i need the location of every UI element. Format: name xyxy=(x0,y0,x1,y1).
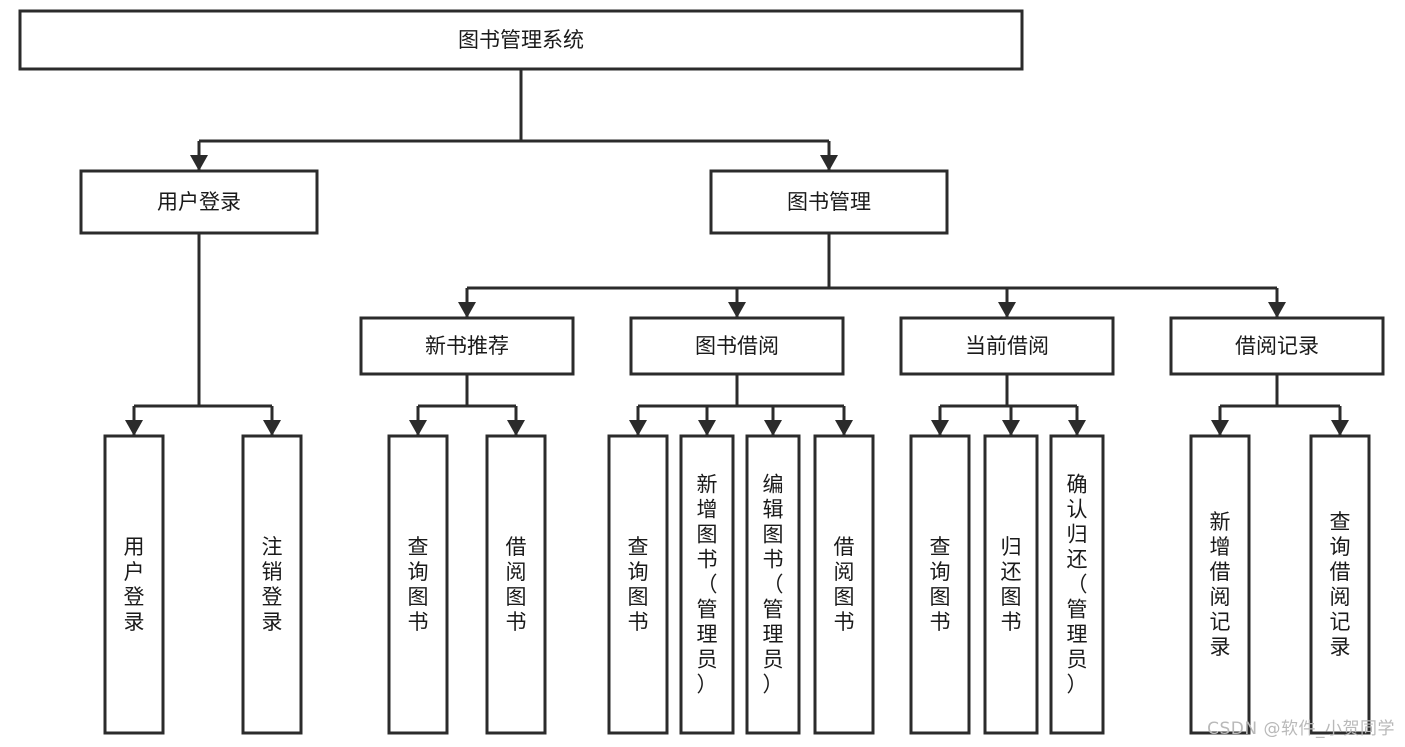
arrow-head-leaf-add-book xyxy=(698,420,716,436)
node-box-book-manage xyxy=(709,169,949,235)
node-box-leaf-borrow-book-1 xyxy=(485,434,547,735)
node-book-borrow[interactable]: 图书借阅 xyxy=(629,316,845,376)
node-label-leaf-query-book-2: 查询图书 xyxy=(628,535,649,634)
edge-layer xyxy=(125,69,1349,436)
node-label-book-manage: 图书管理 xyxy=(787,190,871,214)
node-box-leaf-edit-book xyxy=(745,434,801,735)
arrow-head-book-borrow xyxy=(728,302,746,318)
node-new-book-rec[interactable]: 新书推荐 xyxy=(359,316,575,376)
node-user-login[interactable]: 用户登录 xyxy=(79,169,319,235)
node-label-leaf-query-book-3: 查询图书 xyxy=(930,535,951,634)
arrow-head-leaf-edit-book xyxy=(764,420,782,436)
node-borrow-record[interactable]: 借阅记录 xyxy=(1169,316,1385,376)
node-label-user-login: 用户登录 xyxy=(157,190,241,214)
node-label-leaf-add-record: 新增借阅记录 xyxy=(1210,510,1231,659)
node-label-leaf-logout-login: 注销登录 xyxy=(262,535,283,634)
node-label-leaf-query-book-1: 查询图书 xyxy=(408,535,429,634)
node-box-leaf-add-book xyxy=(679,434,735,735)
node-box-root xyxy=(18,9,1024,71)
node-leaf-query-book-3[interactable]: 查询图书 xyxy=(909,434,971,735)
node-label-leaf-borrow-book-2: 借阅图书 xyxy=(834,535,855,634)
node-leaf-logout-login[interactable]: 注销登录 xyxy=(241,434,303,735)
node-label-root: 图书管理系统 xyxy=(458,28,584,52)
node-box-leaf-logout-login xyxy=(241,434,303,735)
node-label-leaf-edit-book: 编辑图书（管理员） xyxy=(763,473,784,697)
arrow-head-leaf-query-record xyxy=(1331,420,1349,436)
arrow-head-leaf-confirm-return xyxy=(1068,420,1086,436)
arrow-head-leaf-user-login xyxy=(125,420,143,436)
node-box-leaf-query-book-1 xyxy=(387,434,449,735)
node-box-leaf-borrow-book-2 xyxy=(813,434,875,735)
node-leaf-edit-book[interactable]: 编辑图书（管理员） xyxy=(745,434,801,735)
node-box-leaf-query-record xyxy=(1309,434,1371,735)
arrow-head-user-login xyxy=(190,155,208,171)
node-leaf-add-book[interactable]: 新增图书（管理员） xyxy=(679,434,735,735)
node-book-manage[interactable]: 图书管理 xyxy=(709,169,949,235)
node-label-book-borrow: 图书借阅 xyxy=(695,334,779,358)
arrow-head-book-manage xyxy=(820,155,838,171)
node-box-book-borrow xyxy=(629,316,845,376)
arrow-head-borrow-record xyxy=(1268,302,1286,318)
node-box-leaf-add-record xyxy=(1189,434,1251,735)
arrow-head-leaf-query-book-1 xyxy=(409,420,427,436)
node-box-leaf-query-book-3 xyxy=(909,434,971,735)
node-root[interactable]: 图书管理系统 xyxy=(18,9,1024,71)
node-leaf-add-record[interactable]: 新增借阅记录 xyxy=(1189,434,1251,735)
node-current-borrow[interactable]: 当前借阅 xyxy=(899,316,1115,376)
node-box-leaf-return-book xyxy=(983,434,1039,735)
node-label-leaf-confirm-return: 确认归还（管理员） xyxy=(1067,473,1088,697)
node-layer: 图书管理系统用户登录图书管理新书推荐图书借阅当前借阅借阅记录用户登录注销登录查询… xyxy=(18,9,1385,735)
node-leaf-confirm-return[interactable]: 确认归还（管理员） xyxy=(1049,434,1105,735)
node-box-leaf-confirm-return xyxy=(1049,434,1105,735)
node-label-borrow-record: 借阅记录 xyxy=(1235,334,1319,358)
node-leaf-user-login[interactable]: 用户登录 xyxy=(103,434,165,735)
arrow-head-leaf-borrow-book-2 xyxy=(835,420,853,436)
node-leaf-return-book[interactable]: 归还图书 xyxy=(983,434,1039,735)
node-leaf-query-record[interactable]: 查询借阅记录 xyxy=(1309,434,1371,735)
node-label-leaf-borrow-book-1: 借阅图书 xyxy=(506,535,527,634)
arrow-head-leaf-return-book xyxy=(1002,420,1020,436)
node-label-leaf-user-login: 用户登录 xyxy=(124,535,145,634)
node-box-new-book-rec xyxy=(359,316,575,376)
node-box-leaf-query-book-2 xyxy=(607,434,669,735)
arrow-head-leaf-logout-login xyxy=(263,420,281,436)
arrow-head-new-book-rec xyxy=(458,302,476,318)
node-label-current-borrow: 当前借阅 xyxy=(965,334,1049,358)
arrow-head-current-borrow xyxy=(998,302,1016,318)
node-leaf-borrow-book-2[interactable]: 借阅图书 xyxy=(813,434,875,735)
arrow-head-leaf-borrow-book-1 xyxy=(507,420,525,436)
node-label-new-book-rec: 新书推荐 xyxy=(425,334,509,358)
arrow-head-leaf-query-book-3 xyxy=(931,420,949,436)
node-box-borrow-record xyxy=(1169,316,1385,376)
node-leaf-borrow-book-1[interactable]: 借阅图书 xyxy=(485,434,547,735)
node-label-leaf-return-book: 归还图书 xyxy=(1001,535,1022,634)
node-leaf-query-book-2[interactable]: 查询图书 xyxy=(607,434,669,735)
arrow-head-leaf-query-book-2 xyxy=(629,420,647,436)
node-label-leaf-query-record: 查询借阅记录 xyxy=(1330,510,1351,659)
node-leaf-query-book-1[interactable]: 查询图书 xyxy=(387,434,449,735)
node-box-leaf-user-login xyxy=(103,434,165,735)
node-label-leaf-add-book: 新增图书（管理员） xyxy=(697,473,718,697)
node-box-user-login xyxy=(79,169,319,235)
node-box-current-borrow xyxy=(899,316,1115,376)
arrow-head-leaf-add-record xyxy=(1211,420,1229,436)
